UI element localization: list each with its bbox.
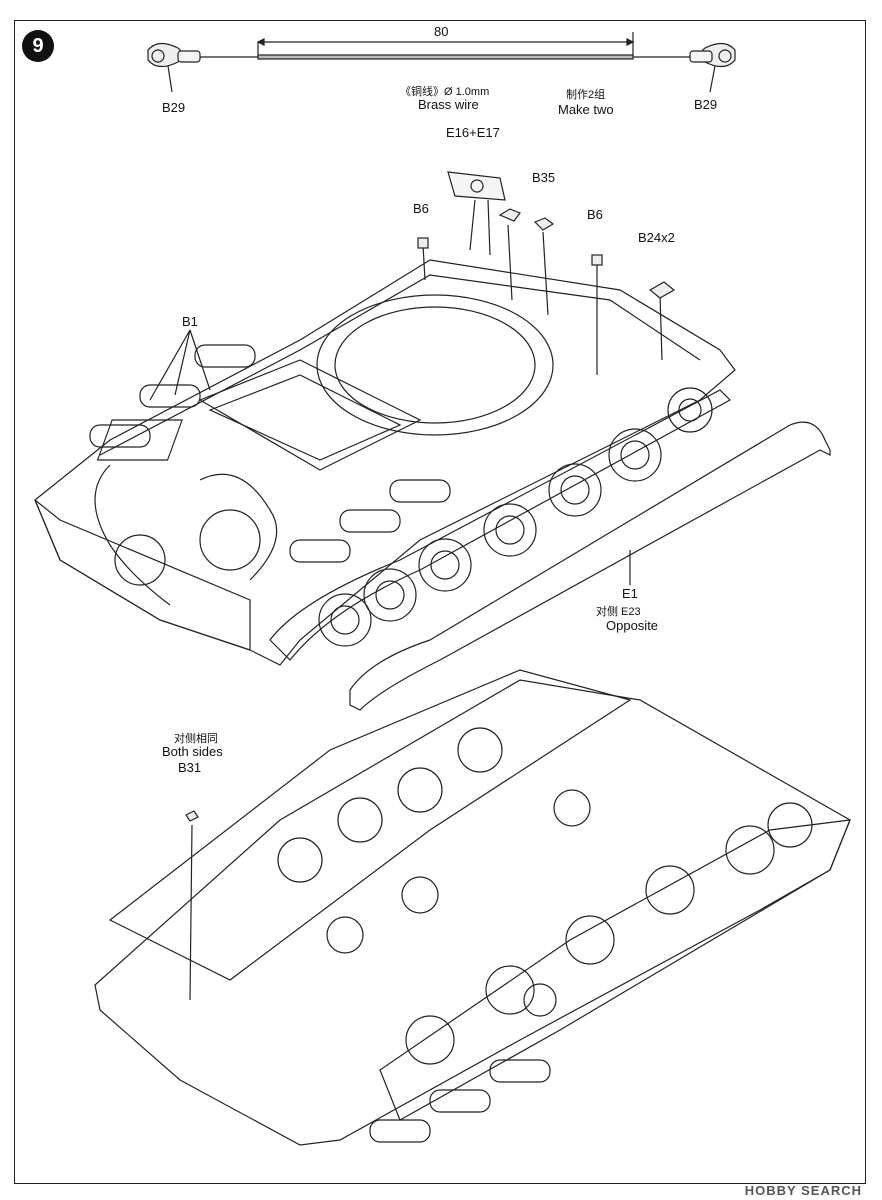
wire-qty-en: Make two <box>558 102 614 117</box>
page-frame <box>14 20 866 1184</box>
part-e23-cn: 对侧 E23 <box>596 606 641 618</box>
wire-spec-en: Brass wire <box>418 97 479 112</box>
part-b6-left: B6 <box>413 201 429 216</box>
part-b29-left: B29 <box>162 100 186 115</box>
part-b1: B1 <box>182 314 198 329</box>
part-e1: E1 <box>622 586 638 601</box>
brass-wire-drawing <box>147 32 736 93</box>
lower-hull-drawing <box>94 669 851 1146</box>
upper-hull-drawing <box>34 171 831 711</box>
both-sides-cn: 对侧相同 <box>174 733 218 745</box>
both-sides-en: Both sides <box>162 744 223 759</box>
part-e23-en: Opposite <box>606 618 659 633</box>
part-e16-e17: E16+E17 <box>446 125 500 140</box>
wire-spec-cn: 《铜线》Ø 1.0mm <box>400 86 490 98</box>
part-b6-right: B6 <box>587 207 603 222</box>
step-number-badge: 9 <box>22 30 54 62</box>
wire-qty-cn: 制作2组 <box>566 89 606 101</box>
wire-dimension: 80 <box>434 24 449 39</box>
part-b24: B24x2 <box>638 230 675 245</box>
part-b31: B31 <box>178 760 202 775</box>
part-b35: B35 <box>532 170 556 185</box>
watermark: HOBBY SEARCH <box>744 1183 862 1198</box>
part-b29-right: B29 <box>694 97 718 112</box>
